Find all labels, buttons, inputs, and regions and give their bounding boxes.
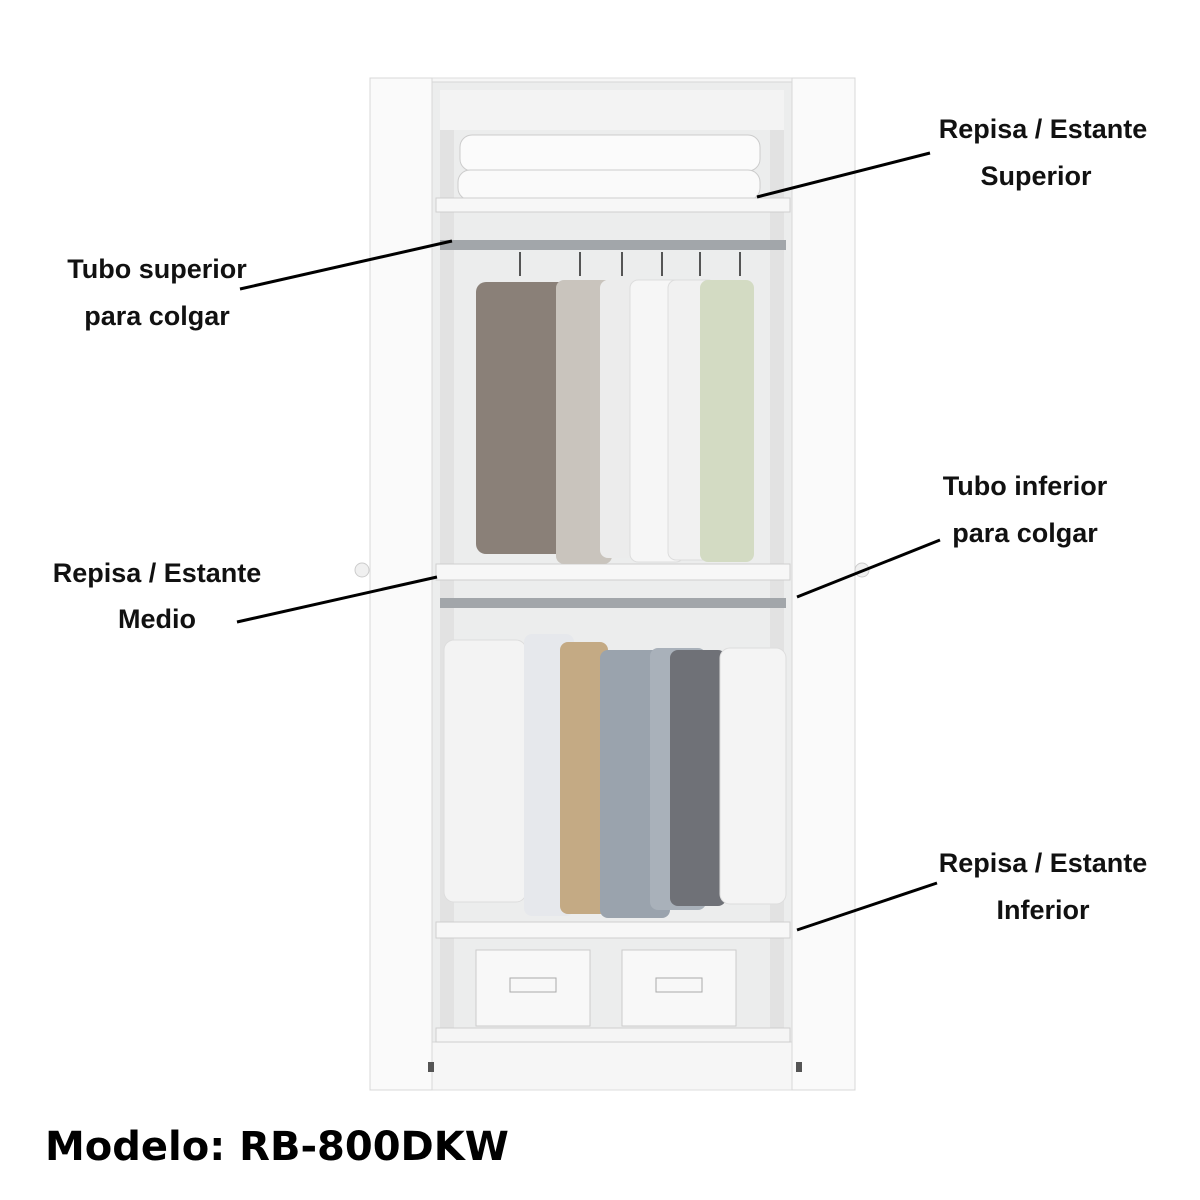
label-upper-rod-line2: para colgar (84, 301, 230, 331)
upper-clothes (476, 252, 754, 564)
lower-clothes (443, 634, 787, 918)
storage-boxes (475, 949, 737, 1027)
label-middle-shelf-line1: Repisa / Estante (53, 558, 262, 588)
bottom-shelf (435, 921, 791, 939)
cabinet-floor (435, 1027, 791, 1043)
right-door (791, 77, 856, 1091)
label-lower-rod-line1: Tubo inferior (943, 471, 1108, 501)
label-upper-rod-line1: Tubo superior (67, 254, 247, 284)
middle-shelf (435, 563, 791, 581)
label-bottom-shelf-line1: Repisa / Estante (939, 848, 1148, 878)
upper-hanging-rod (440, 240, 786, 250)
upper-rod-leader (239, 239, 453, 291)
folded-blankets (457, 134, 761, 201)
bottom-shelf-leader (796, 881, 938, 932)
model-number: Modelo: RB-800DKW (45, 1124, 509, 1170)
label-bottom-shelf-line2: Inferior (996, 895, 1090, 925)
label-lower-rod-line2: para colgar (952, 518, 1098, 548)
label-top-shelf-line1: Repisa / Estante (939, 114, 1148, 144)
lower-hanging-rod (440, 598, 786, 608)
label-top-shelf-line2: Superior (980, 161, 1092, 191)
middle-shelf-leader (236, 575, 438, 624)
lower-rod-leader (796, 538, 941, 599)
top-shelf-leader (756, 151, 931, 199)
top-shelf (435, 197, 791, 213)
left-door-knob (354, 562, 370, 578)
label-middle-shelf-line2: Medio (118, 604, 196, 634)
